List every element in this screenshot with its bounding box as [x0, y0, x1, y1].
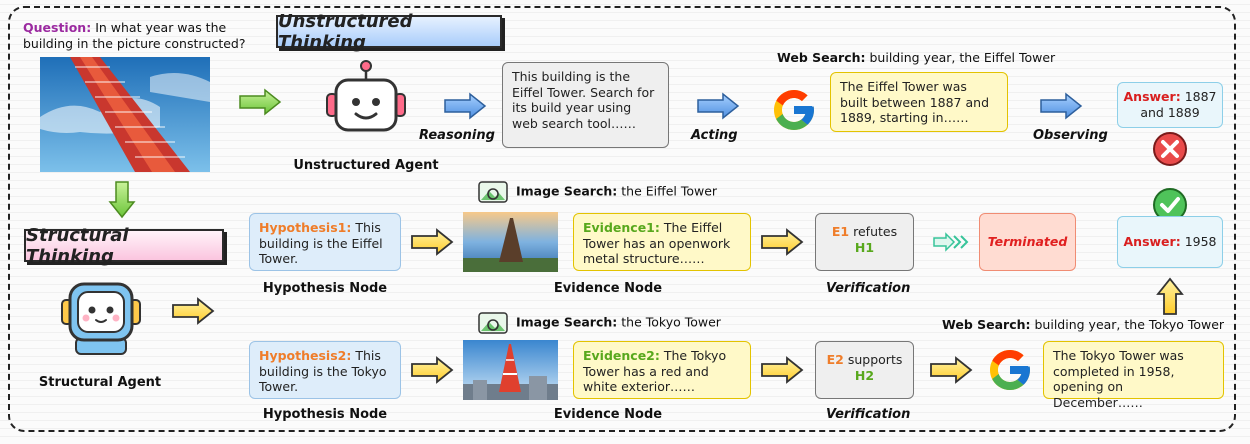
structural-agent-label: Structural Agent [38, 375, 162, 390]
step-reasoning: Reasoning [419, 128, 495, 143]
evidence-label: Evidence1: [583, 220, 660, 235]
question-label: Question: [23, 20, 92, 35]
google-logo-icon [774, 90, 814, 130]
structural-thinking-title: Structural Thinking [24, 225, 224, 267]
hypothesis-node-label: Hypothesis Node [262, 407, 388, 422]
observation-box: The Eiffel Tower was built between 1887 … [830, 72, 1008, 132]
tokyo-tower-photo [463, 340, 558, 400]
arrow-right-icon [444, 92, 487, 120]
google-logo-icon [990, 350, 1030, 390]
web-search-top: Web Search: building year, the Eiffel To… [777, 50, 1055, 66]
robot-icon [326, 60, 406, 132]
hypothesis1-box: Hypothesis1: This building is the Eiffel… [249, 213, 401, 271]
observation-box-structural: The Tokyo Tower was completed in 1958, o… [1043, 341, 1224, 410]
hypothesis-label: Hypothesis1: [259, 220, 352, 235]
evidence-label: Evidence2: [583, 348, 660, 363]
verification2-box: E2 supports H2 [815, 341, 914, 399]
evidence1-box: Evidence1: The Eiffel Tower has an openw… [573, 213, 751, 271]
question-block: Question: In what year was the building … [23, 20, 268, 52]
answer-label: Answer: [1123, 234, 1181, 250]
verify-hypothesis-id: H2 [854, 367, 875, 383]
hypothesis-text: This building is the Eiffel Tower. [259, 220, 383, 266]
web-search-bottom: Web Search: building year, the Tokyo Tow… [942, 317, 1224, 333]
arrow-right-icon [697, 92, 740, 120]
arrow-up-icon [1156, 277, 1184, 315]
evidence-node-label: Evidence Node [553, 281, 663, 296]
answer-value: 1887 and 1889 [1140, 89, 1217, 120]
image-search-icon [478, 181, 508, 203]
verify-relation: supports [847, 352, 903, 367]
arrow-down-icon [108, 181, 136, 219]
verify-hypothesis-id: H1 [854, 239, 875, 255]
image-search-label: Image Search: [515, 183, 618, 199]
evidence-node-label: Evidence Node [553, 407, 663, 422]
verify-evidence-id: E2 [826, 352, 844, 367]
arrow-right-icon [761, 228, 804, 256]
question-text: In what year was the building in the pic… [23, 20, 246, 51]
verification-label: Verification [826, 407, 911, 422]
wrong-icon [1153, 132, 1187, 166]
eiffel-tower-photo [463, 212, 558, 272]
hypothesis-label: Hypothesis2: [259, 348, 352, 363]
hypothesis2-box: Hypothesis2: This building is the Tokyo … [249, 341, 401, 399]
evidence2-box: Evidence2: The Tokyo Tower has a red and… [573, 341, 751, 399]
image-search-bottom: Image Search: the Tokyo Tower [478, 312, 721, 334]
image-search-top: Image Search: the Eiffel Tower [478, 181, 717, 203]
web-search-label: Web Search: [942, 317, 1031, 332]
arrow-right-icon [411, 356, 454, 384]
unstructured-agent-label: Unstructured Agent [293, 158, 439, 173]
image-search-label: Image Search: [515, 314, 618, 330]
evidence-text: The Tokyo Tower has a red and white exte… [583, 348, 727, 394]
web-search-label: Web Search: [777, 50, 866, 65]
arrow-right-icon [761, 356, 804, 384]
image-search-query: the Eiffel Tower [621, 183, 718, 199]
hypothesis-text: This building is the Tokyo Tower. [259, 348, 387, 394]
image-search-icon [478, 312, 508, 334]
answer-label: Answer: [1123, 89, 1181, 104]
hypothesis-node-label: Hypothesis Node [262, 281, 388, 296]
dashed-frame [8, 6, 1236, 432]
unstructured-thinking-title: Unstructured Thinking [276, 11, 502, 53]
answer-value: 1958 [1184, 234, 1217, 250]
eiffel-like-tower-photo [40, 57, 210, 172]
arrow-right-icon [239, 88, 282, 116]
answer-box-structural: Answer: 1958 [1117, 216, 1223, 268]
terminated-box: Terminated [979, 213, 1076, 271]
verify-relation: refutes [853, 224, 898, 239]
web-search-query: building year, the Eiffel Tower [869, 50, 1056, 65]
double-chevron-arrow-icon [933, 232, 969, 252]
arrow-right-icon [930, 356, 973, 384]
robot-icon [61, 282, 141, 355]
verify-evidence-id: E1 [831, 224, 850, 239]
step-acting: Acting [691, 128, 738, 143]
step-observing: Observing [1033, 128, 1108, 143]
arrow-right-icon [411, 228, 454, 256]
verification-label: Verification [826, 281, 911, 296]
reasoning-box: This building is the Eiffel Tower. Searc… [502, 62, 669, 148]
arrow-right-icon [1040, 92, 1083, 120]
evidence-text: The Eiffel Tower has an openwork metal s… [583, 220, 731, 266]
web-search-query: building year, the Tokyo Tower [1034, 317, 1225, 332]
answer-box-unstructured: Answer: 1887 and 1889 [1117, 82, 1223, 128]
image-search-query: the Tokyo Tower [621, 314, 721, 330]
verification1-box: E1 refutes H1 [815, 213, 914, 271]
arrow-right-icon [172, 297, 215, 325]
